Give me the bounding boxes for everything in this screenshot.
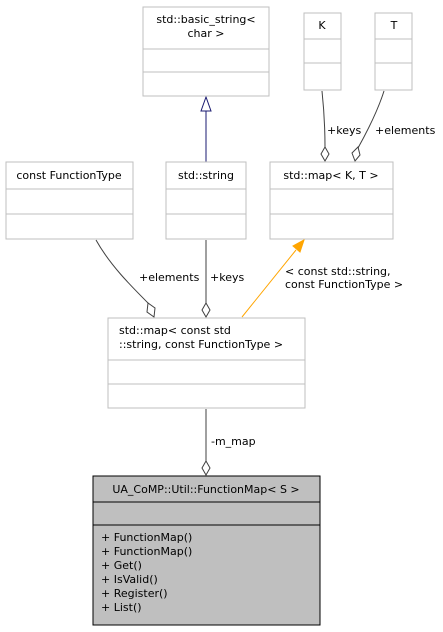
class-title-basic-string-1: std::basic_string< — [156, 13, 255, 26]
class-title-map-specialized-1: std::map< const std — [119, 324, 231, 337]
edge-label-k-keys: +keys — [327, 124, 361, 137]
association-edge-k-keys: +keys — [320, 90, 361, 163]
class-title-t: T — [390, 19, 398, 32]
edge-label-string-keys: +keys — [210, 271, 244, 284]
template-edge-map: < const std::string, const FunctionType … — [241, 238, 403, 318]
class-title-basic-string-2: char > — [188, 27, 225, 40]
class-box-basic-string[interactable]: std::basic_string< char > — [142, 6, 270, 97]
class-title-map-specialized-2: ::string, const FunctionType > — [119, 338, 283, 351]
method-is-valid: + IsValid() — [101, 573, 158, 586]
edge-label-t-elements: +elements — [375, 124, 436, 137]
method-function-map-1: + FunctionMap() — [101, 531, 192, 544]
class-title-function-map: UA_CoMP::Util::FunctionMap< S > — [112, 483, 299, 496]
class-box-map-specialized[interactable]: std::map< const std ::string, const Func… — [107, 317, 306, 409]
association-edge-string-keys: +keys — [201, 240, 244, 319]
class-box-std-string[interactable]: std::string — [165, 161, 247, 240]
edge-label-functiontype-elements: +elements — [139, 271, 200, 284]
class-box-function-type[interactable]: const FunctionType — [5, 161, 134, 240]
edge-label-m-map: -m_map — [211, 435, 256, 448]
class-box-t[interactable]: T — [374, 12, 413, 91]
method-get: + Get() — [101, 559, 142, 572]
method-register: + Register() — [101, 587, 168, 600]
method-list: + List() — [101, 601, 142, 614]
class-box-k[interactable]: K — [303, 12, 342, 91]
class-title-k: K — [318, 19, 326, 32]
inheritance-edge-string — [200, 95, 212, 162]
class-title-std-map-kt: std::map< K, T > — [283, 169, 378, 182]
edge-label-template-args-2: const FunctionType > — [285, 278, 403, 291]
association-edge-m-map: -m_map — [201, 409, 256, 477]
class-title-std-string: std::string — [178, 169, 234, 182]
class-title-function-type: const FunctionType — [16, 169, 122, 182]
method-function-map-2: + FunctionMap() — [101, 545, 192, 558]
class-box-function-map[interactable]: UA_CoMP::Util::FunctionMap< S > + Functi… — [92, 475, 321, 626]
association-edge-functiontype-elements: +elements — [95, 239, 200, 318]
edge-label-template-args-1: < const std::string, — [285, 265, 391, 278]
class-box-std-map-kt[interactable]: std::map< K, T > — [269, 161, 394, 240]
association-edge-t-elements: +elements — [351, 90, 436, 162]
